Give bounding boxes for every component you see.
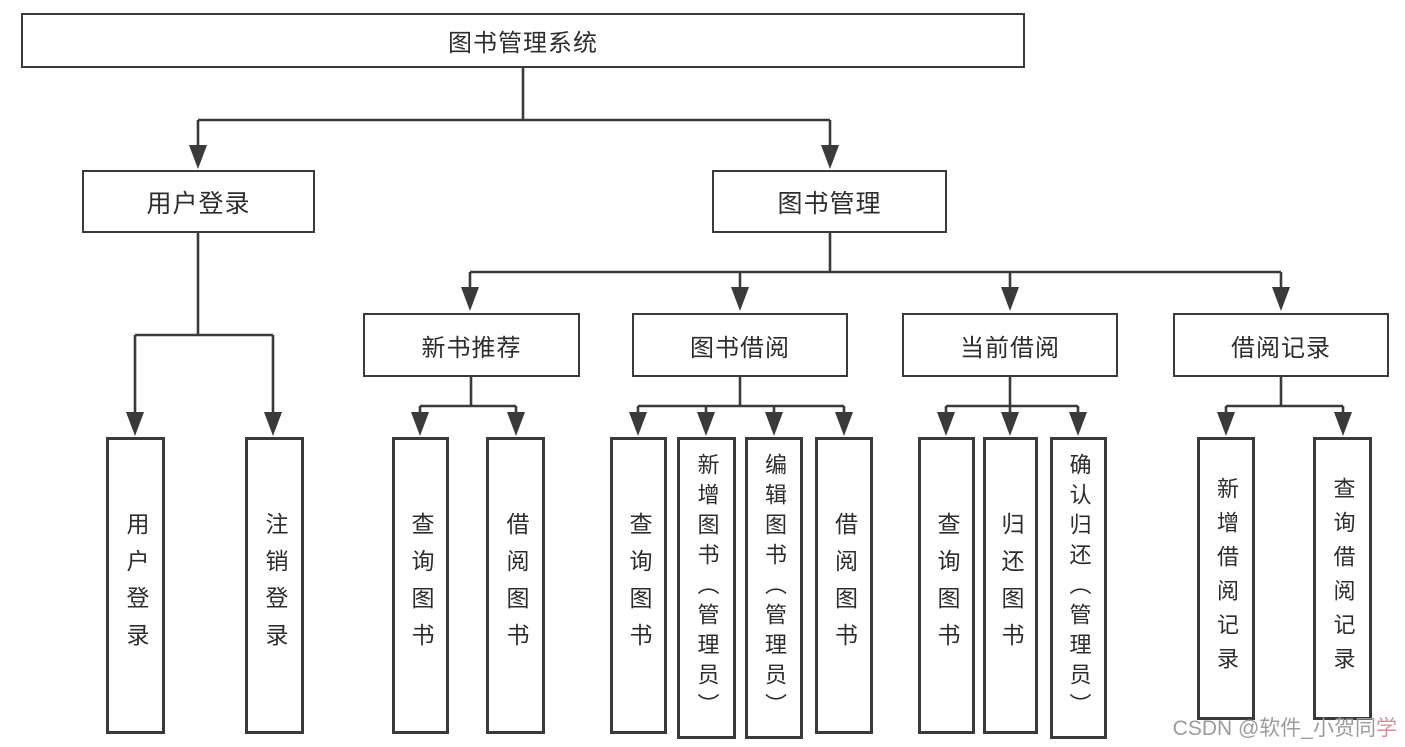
connector-book-borrow-children: [629, 377, 853, 436]
node-borrow-record: 借阅记录: [1173, 313, 1389, 377]
leaf-confirm-return-admin: 确认归还（管理员）: [1050, 437, 1107, 739]
node-book-management: 图书管理: [712, 170, 947, 233]
connector-root-to-level2: [189, 68, 839, 169]
leaf-logout-label: 注销登录: [262, 511, 288, 660]
node-user-login: 用户登录: [82, 170, 315, 233]
connector-book-management-children: [461, 233, 1290, 311]
node-book-borrow-label: 图书借阅: [690, 334, 790, 362]
leaf-edit-book-admin: 编辑图书（管理员）: [745, 437, 803, 739]
leaf-query-book-2-label: 查询图书: [626, 511, 652, 660]
connector-borrow-record-children: [1217, 377, 1352, 436]
node-new-book-recommend: 新书推荐: [363, 313, 580, 377]
node-user-login-label: 用户登录: [146, 189, 251, 218]
leaf-user-login-label: 用户登录: [123, 511, 149, 660]
leaf-user-login: 用户登录: [106, 437, 165, 734]
leaf-borrow-book-2: 借阅图书: [815, 437, 873, 734]
leaf-query-borrow-record-label: 查询借阅记录: [1330, 476, 1356, 681]
node-current-borrow-label: 当前借阅: [960, 334, 1060, 362]
leaf-query-book-2: 查询图书: [610, 437, 667, 734]
leaf-add-borrow-record-label: 新增借阅记录: [1214, 476, 1239, 681]
node-book-management-label: 图书管理: [777, 189, 882, 218]
connector-new-book-children: [411, 377, 525, 436]
leaf-logout: 注销登录: [245, 437, 304, 734]
node-current-borrow: 当前借阅: [902, 313, 1118, 377]
node-borrow-record-label: 借阅记录: [1231, 334, 1331, 362]
leaf-confirm-return-admin-label: 确认归还（管理员）: [1066, 453, 1092, 723]
leaf-add-book-admin-label: 新增图书（管理员）: [694, 453, 720, 723]
leaf-borrow-book-2-label: 借阅图书: [831, 511, 858, 660]
csdn-watermark-text-pink: 学: [1376, 717, 1397, 740]
leaf-add-borrow-record: 新增借阅记录: [1197, 437, 1255, 720]
csdn-watermark-text: CSDN @软件_小贺同: [1172, 717, 1376, 740]
leaf-return-book-label: 归还图书: [998, 511, 1024, 660]
node-book-borrow: 图书借阅: [632, 313, 848, 377]
node-root-label: 图书管理系统: [448, 30, 598, 57]
connector-current-borrow-children: [937, 377, 1087, 436]
leaf-borrow-book-1-label: 借阅图书: [503, 511, 529, 660]
leaf-query-book-1: 查询图书: [392, 437, 449, 734]
leaf-add-book-admin: 新增图书（管理员）: [677, 437, 736, 739]
leaf-query-book-1-label: 查询图书: [408, 511, 434, 660]
connector-user-login-children: [126, 233, 282, 436]
csdn-watermark: CSDN @软件_小贺同学: [1173, 712, 1397, 742]
node-root-system: 图书管理系统: [21, 13, 1025, 68]
leaf-query-borrow-record: 查询借阅记录: [1313, 437, 1372, 720]
leaf-query-book-3: 查询图书: [918, 437, 975, 734]
node-new-book-recommend-label: 新书推荐: [421, 334, 522, 362]
leaf-return-book: 归还图书: [983, 437, 1038, 734]
leaf-query-book-3-label: 查询图书: [934, 511, 960, 660]
leaf-edit-book-admin-label: 编辑图书（管理员）: [762, 453, 787, 723]
leaf-borrow-book-1: 借阅图书: [486, 437, 545, 734]
